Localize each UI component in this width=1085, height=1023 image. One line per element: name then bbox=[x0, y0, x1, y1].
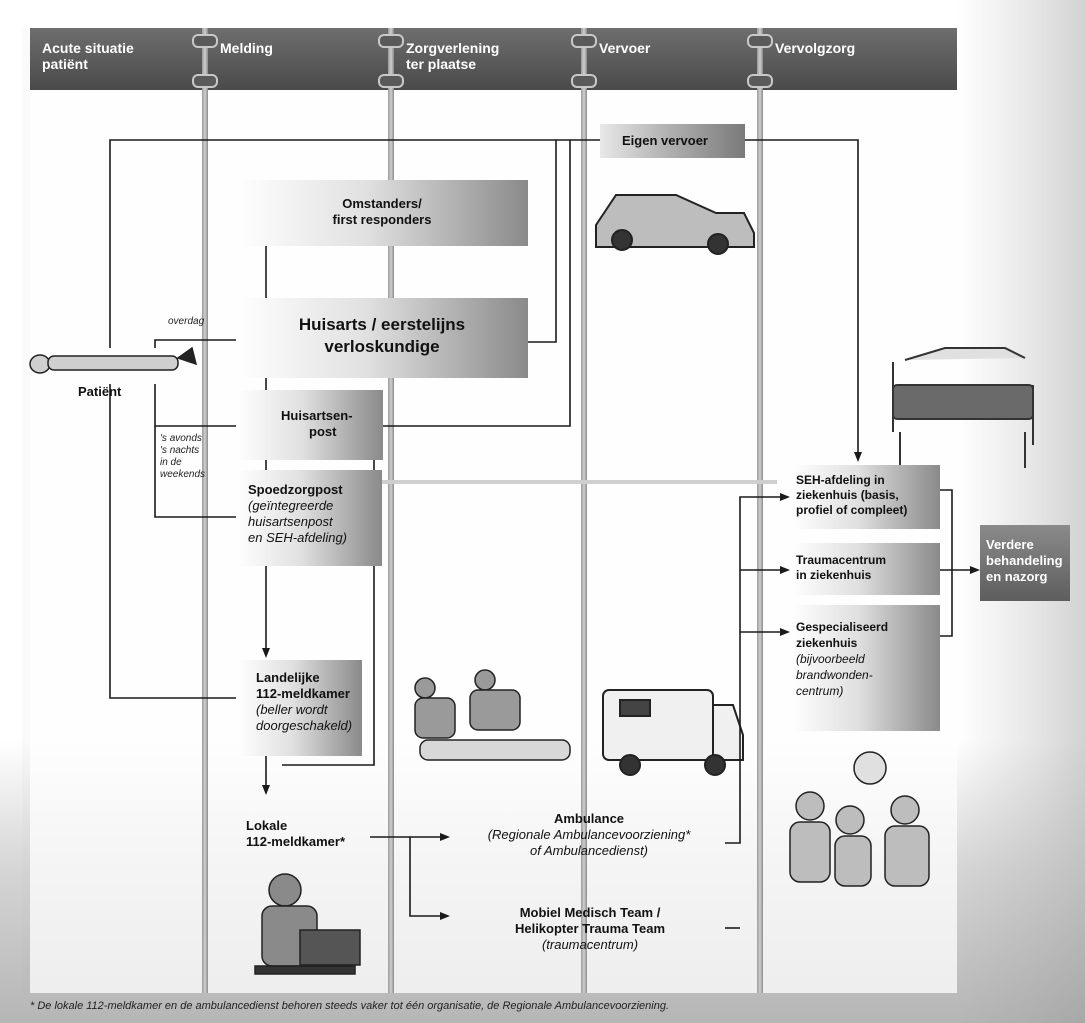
huisartsenpost-line2: post bbox=[309, 424, 337, 439]
dispatcher-icon bbox=[254, 873, 361, 975]
node-spoedzorgpost: Spoedzorgpost (geïntegreerde huisartsenp… bbox=[236, 470, 382, 566]
landelijke-sub1: (beller wordt bbox=[256, 702, 328, 717]
spoedzorgpost-title: Spoedzorgpost bbox=[248, 482, 343, 497]
node-huisartsenpost: Huisartsen- post bbox=[236, 390, 383, 460]
lokale-line2: 112-meldkamer* bbox=[246, 834, 346, 849]
header-col-melding: Melding bbox=[208, 28, 388, 90]
mmt-line1: Mobiel Medisch Team / bbox=[519, 905, 661, 920]
binder-clip-icon bbox=[571, 34, 597, 48]
car-icon bbox=[595, 194, 755, 255]
omstanders-line1: Omstanders/ bbox=[342, 196, 422, 211]
landelijke-line2: 112-meldkamer bbox=[256, 686, 350, 701]
landelijke-line1: Landelijke bbox=[256, 670, 320, 685]
edge-label-avonds-3: in de bbox=[160, 457, 182, 468]
patient-lying-icon bbox=[29, 346, 198, 374]
node-mmt: Mobiel Medisch Team / Helikopter Trauma … bbox=[460, 905, 720, 953]
verdere-line3: en nazorg bbox=[986, 569, 1048, 584]
spoedzorgpost-sub2: huisartsenpost bbox=[248, 514, 333, 529]
omstanders-line2: first responders bbox=[332, 212, 432, 227]
patient-label: Patiënt bbox=[78, 384, 122, 399]
node-verdere-behandeling: Verdere behandeling en nazorg bbox=[980, 525, 1070, 601]
header-vervoer: Vervoer bbox=[599, 40, 651, 56]
column-divider bbox=[581, 28, 587, 993]
binder-clip-icon bbox=[378, 34, 404, 48]
binder-clip-icon bbox=[747, 74, 773, 88]
landelijke-sub2: doorgeschakeld) bbox=[256, 718, 353, 733]
header-col-vervoer: Vervoer bbox=[587, 28, 757, 90]
spoedzorg-band bbox=[382, 480, 777, 484]
header-acute-line2: patiënt bbox=[42, 56, 88, 72]
node-landelijke-meldkamer: Landelijke 112-meldkamer (beller wordt d… bbox=[236, 660, 362, 756]
eigen-vervoer-label: Eigen vervoer bbox=[622, 133, 708, 148]
binder-clip-icon bbox=[192, 34, 218, 48]
binder-clip-icon bbox=[378, 74, 404, 88]
node-gespecialiseerd: Gespecialiseerd ziekenhuis (bijvoorbeeld… bbox=[790, 605, 940, 731]
binder-clip-icon bbox=[747, 34, 773, 48]
column-divider bbox=[757, 28, 763, 993]
edge-label-avonds-1: 's avonds bbox=[160, 433, 202, 444]
node-omstanders: Omstanders/ first responders bbox=[236, 180, 528, 246]
ambulance-sub2: of Ambulancedienst) bbox=[529, 843, 649, 858]
node-seh-afdeling: SEH-afdeling in ziekenhuis (basis, profi… bbox=[790, 465, 940, 529]
node-ambulance: Ambulance (Regionale Ambulancevoorzienin… bbox=[456, 811, 722, 859]
node-traumacentrum: Traumacentrum in ziekenhuis bbox=[790, 543, 940, 595]
ambulance-van-icon bbox=[602, 689, 744, 776]
mmt-sub: (traumacentrum) bbox=[541, 937, 639, 952]
gespec-sub3: centrum) bbox=[796, 684, 844, 698]
seh-line3: profiel of compleet) bbox=[796, 503, 908, 517]
header-col-vervolgzorg: Vervolgzorg bbox=[763, 28, 957, 90]
edge-label-avonds-2: 's nachts bbox=[160, 445, 200, 456]
node-eigen-vervoer: Eigen vervoer bbox=[600, 124, 745, 158]
footnote: * De lokale 112-meldkamer en de ambulanc… bbox=[30, 1000, 670, 1012]
column-divider bbox=[202, 28, 208, 993]
verdere-line2: behandeling bbox=[986, 553, 1063, 568]
gespec-line1: Gespecialiseerd bbox=[796, 620, 889, 634]
huisarts-line1: Huisarts / eerstelijns bbox=[298, 315, 466, 334]
header-vervolgzorg: Vervolgzorg bbox=[775, 40, 856, 56]
trauma-line2: in ziekenhuis bbox=[796, 568, 872, 582]
surgeons-icon bbox=[789, 751, 930, 887]
mmt-line2: Helikopter Trauma Team bbox=[514, 921, 666, 936]
huisarts-line2: verloskundige bbox=[324, 337, 440, 356]
lokale-line1: Lokale bbox=[246, 818, 288, 833]
cpr-scene-icon bbox=[414, 669, 571, 761]
huisartsenpost-line1: Huisartsen- bbox=[281, 408, 353, 423]
edge-label-overdag: overdag bbox=[168, 316, 205, 327]
hospital-bed-icon bbox=[892, 347, 1034, 468]
verdere-line1: Verdere bbox=[986, 537, 1034, 552]
ambulance-sub1: (Regionale Ambulancevoorziening* bbox=[487, 827, 691, 842]
gespec-sub1: (bijvoorbeeld bbox=[796, 652, 865, 666]
binder-clip-icon bbox=[192, 74, 218, 88]
seh-line2: ziekenhuis (basis, bbox=[796, 488, 899, 502]
binder-clip-icon bbox=[571, 74, 597, 88]
spoedzorgpost-sub3: en SEH-afdeling) bbox=[248, 530, 347, 545]
edge-label-avonds-4: weekends bbox=[160, 469, 206, 480]
node-huisarts: Huisarts / eerstelijns verloskundige bbox=[236, 298, 528, 378]
ambulance-title: Ambulance bbox=[553, 811, 625, 826]
node-lokale-meldkamer: Lokale 112-meldkamer* bbox=[246, 818, 345, 850]
spoedzorgpost-sub1: (geïntegreerde bbox=[248, 498, 334, 513]
header-melding: Melding bbox=[220, 40, 273, 56]
column-divider bbox=[388, 28, 394, 993]
seh-line1: SEH-afdeling in bbox=[796, 473, 885, 487]
edge-label-avonds: 's avonds 's nachts in de weekends bbox=[160, 433, 205, 481]
trauma-line1: Traumacentrum bbox=[796, 553, 887, 567]
header-zorg-line2: ter plaatse bbox=[406, 56, 477, 72]
header-zorg-line1: Zorgverlening bbox=[406, 40, 500, 56]
gespec-sub2: brandwonden- bbox=[796, 668, 873, 682]
column-acute bbox=[30, 90, 202, 993]
header-acute-line1: Acute situatie bbox=[42, 40, 134, 56]
gespec-line2: ziekenhuis bbox=[796, 636, 858, 650]
